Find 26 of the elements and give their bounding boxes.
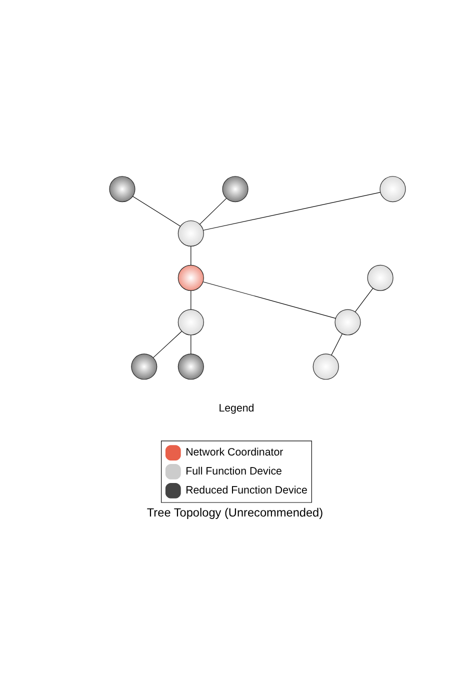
label: Legend xyxy=(218,402,254,414)
connector xyxy=(199,198,227,224)
node-circle xyxy=(178,264,204,290)
legend-label: Reduced Function Device xyxy=(186,484,308,496)
connector xyxy=(190,290,192,310)
node-circle xyxy=(178,308,204,335)
connector xyxy=(190,246,192,265)
node-circle xyxy=(312,353,339,380)
connector xyxy=(152,330,182,358)
node-circle xyxy=(367,264,394,290)
node-circle xyxy=(178,353,204,380)
legend-label: Network Coordinator xyxy=(186,446,284,458)
connector xyxy=(203,192,381,230)
node-circle xyxy=(178,220,204,246)
connector xyxy=(354,287,374,312)
node-circle xyxy=(131,353,158,380)
node-circle xyxy=(109,176,136,202)
node-circle xyxy=(334,308,361,335)
connector xyxy=(331,332,343,355)
caption: Tree Topology (Unrecommended) xyxy=(146,505,324,520)
node-circle xyxy=(222,176,248,202)
node-circle xyxy=(380,176,406,202)
legend-label: Full Function Device xyxy=(186,464,282,477)
connector xyxy=(190,334,192,354)
connector xyxy=(202,281,336,318)
connector xyxy=(132,196,180,226)
